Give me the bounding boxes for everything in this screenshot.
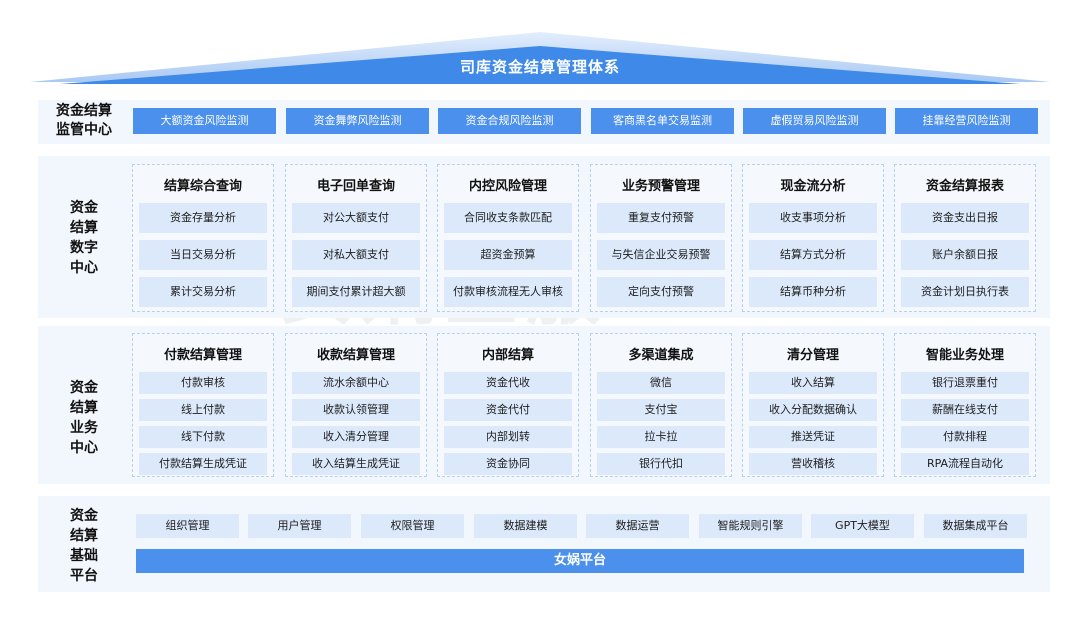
business-item[interactable]: 资金代收 xyxy=(444,372,572,394)
digital-item[interactable]: 合同收支条款匹配 xyxy=(444,203,572,233)
column-title: 收款结算管理 xyxy=(316,348,395,363)
business-item[interactable]: 银行代扣 xyxy=(597,453,725,475)
digital-item[interactable]: 与失信企业交易预警 xyxy=(597,240,725,270)
business-item[interactable]: 银行退票重付 xyxy=(901,372,1029,394)
business-item[interactable]: RPA流程自动化 xyxy=(901,453,1029,475)
digital-item[interactable]: 收支事项分析 xyxy=(749,203,877,233)
base-item[interactable]: 数据建模 xyxy=(474,514,577,538)
monitor-item[interactable]: 客商黑名单交易监测 xyxy=(591,108,734,134)
business-column: 收款结算管理 流水余额中心 收款认领管理 收入清分管理 收入结算生成凭证 xyxy=(285,333,427,477)
business-item[interactable]: 流水余额中心 xyxy=(292,372,420,394)
column-title: 清分管理 xyxy=(786,348,839,363)
roof-banner xyxy=(30,32,1050,84)
monitor-section-label: 资金结算监管中心 xyxy=(56,103,112,138)
column-title: 现金流分析 xyxy=(780,179,846,194)
digital-column: 电子回单查询 对公大额支付 对私大额支付 期间支付累计超大额 xyxy=(285,164,427,312)
business-item[interactable]: 内部划转 xyxy=(444,426,572,448)
base-item[interactable]: 数据运营 xyxy=(586,514,689,538)
digital-column: 内控风险管理 合同收支条款匹配 超资金预算 付款审核流程无人审核 xyxy=(437,164,579,312)
business-item[interactable]: 付款审核 xyxy=(139,372,267,394)
digital-item[interactable]: 定向支付预警 xyxy=(597,277,725,307)
base-item[interactable]: 智能规则引擎 xyxy=(699,514,802,538)
digital-item[interactable]: 重复支付预警 xyxy=(597,203,725,233)
business-item[interactable]: 收入分配数据确认 xyxy=(749,399,877,421)
base-item[interactable]: 用户管理 xyxy=(248,514,351,538)
digital-item[interactable]: 累计交易分析 xyxy=(139,277,267,307)
monitor-item[interactable]: 挂靠经营风险监测 xyxy=(895,108,1038,134)
digital-item[interactable]: 对公大额支付 xyxy=(292,203,420,233)
business-item[interactable]: 资金代付 xyxy=(444,399,572,421)
base-section-label: 资金结算基础平台 xyxy=(70,508,98,584)
monitor-item[interactable]: 资金舞弊风险监测 xyxy=(286,108,429,134)
business-column: 清分管理 收入结算 收入分配数据确认 推送凭证 营收稽核 xyxy=(742,333,884,477)
business-item[interactable]: 拉卡拉 xyxy=(597,426,725,448)
column-title: 付款结算管理 xyxy=(163,348,242,363)
digital-item[interactable]: 结算币种分析 xyxy=(749,277,877,307)
column-title: 内部结算 xyxy=(481,348,534,363)
digital-item[interactable]: 资金支出日报 xyxy=(901,203,1029,233)
column-title: 业务预警管理 xyxy=(621,179,700,194)
business-item[interactable]: 付款排程 xyxy=(901,426,1029,448)
monitor-item[interactable]: 虚假贸易风险监测 xyxy=(743,108,886,134)
monitor-section: 资金结算监管中心 大额资金风险监测 资金舞弊风险监测 资金合规风险监测 客商黑名… xyxy=(38,100,1050,144)
platform-bar[interactable]: 女娲平台 xyxy=(136,549,1024,573)
digital-item[interactable]: 结算方式分析 xyxy=(749,240,877,270)
digital-item[interactable]: 资金计划日执行表 xyxy=(901,277,1029,307)
digital-item[interactable]: 付款审核流程无人审核 xyxy=(444,277,572,307)
business-item[interactable]: 收款认领管理 xyxy=(292,399,420,421)
business-item[interactable]: 支付宝 xyxy=(597,399,725,421)
column-title: 电子回单查询 xyxy=(316,179,395,194)
monitor-item[interactable]: 资金合规风险监测 xyxy=(438,108,581,134)
business-item[interactable]: 资金协同 xyxy=(444,453,572,475)
page-title: 司库资金结算管理体系 xyxy=(459,58,620,76)
digital-column: 业务预警管理 重复支付预警 与失信企业交易预警 定向支付预警 xyxy=(590,164,732,312)
base-item[interactable]: GPT大模型 xyxy=(811,514,914,538)
digital-item[interactable]: 账户余额日报 xyxy=(901,240,1029,270)
business-section-label: 资金结算业务中心 xyxy=(70,380,98,456)
column-title: 内控风险管理 xyxy=(468,179,547,194)
digital-section-label: 资金结算数字中心 xyxy=(70,200,98,276)
business-section: 资金结算业务中心 付款结算管理 付款审核 线上付款 线下付款 付款结算生成凭证 … xyxy=(38,326,1050,484)
digital-item[interactable]: 超资金预算 xyxy=(444,240,572,270)
base-item[interactable]: 数据集成平台 xyxy=(924,514,1027,538)
digital-item[interactable]: 资金存量分析 xyxy=(139,203,267,233)
base-section: 资金结算基础平台 组织管理 用户管理 权限管理 数据建模 数据运营 智能规则引擎… xyxy=(38,496,1050,592)
business-item[interactable]: 推送凭证 xyxy=(749,426,877,448)
base-item[interactable]: 权限管理 xyxy=(361,514,464,538)
business-item[interactable]: 薪酬在线支付 xyxy=(901,399,1029,421)
digital-column: 现金流分析 收支事项分析 结算方式分析 结算币种分析 xyxy=(742,164,884,312)
business-item[interactable]: 营收稽核 xyxy=(749,453,877,475)
business-item[interactable]: 收入清分管理 xyxy=(292,426,420,448)
column-title: 资金结算报表 xyxy=(925,179,1004,194)
monitor-item[interactable]: 大额资金风险监测 xyxy=(133,108,276,134)
business-item[interactable]: 收入结算生成凭证 xyxy=(292,453,420,475)
digital-item[interactable]: 当日交易分析 xyxy=(139,240,267,270)
business-column: 智能业务处理 银行退票重付 薪酬在线支付 付款排程 RPA流程自动化 xyxy=(894,333,1036,477)
business-item[interactable]: 付款结算生成凭证 xyxy=(139,453,267,475)
column-title: 多渠道集成 xyxy=(628,348,694,363)
base-item[interactable]: 组织管理 xyxy=(136,514,239,538)
digital-item[interactable]: 期间支付累计超大额 xyxy=(292,277,420,307)
business-item[interactable]: 收入结算 xyxy=(749,372,877,394)
column-title: 智能业务处理 xyxy=(925,348,1004,363)
digital-section: 资金结算数字中心 结算综合查询 资金存量分析 当日交易分析 累计交易分析 电子回… xyxy=(38,156,1050,318)
business-item[interactable]: 线上付款 xyxy=(139,399,267,421)
column-title: 结算综合查询 xyxy=(163,179,242,194)
business-column: 付款结算管理 付款审核 线上付款 线下付款 付款结算生成凭证 xyxy=(132,333,274,477)
digital-column: 资金结算报表 资金支出日报 账户余额日报 资金计划日执行表 xyxy=(894,164,1036,312)
business-column: 多渠道集成 微信 支付宝 拉卡拉 银行代扣 xyxy=(590,333,732,477)
digital-item[interactable]: 对私大额支付 xyxy=(292,240,420,270)
digital-column: 结算综合查询 资金存量分析 当日交易分析 累计交易分析 xyxy=(132,164,274,312)
business-item[interactable]: 线下付款 xyxy=(139,426,267,448)
business-item[interactable]: 微信 xyxy=(597,372,725,394)
business-column: 内部结算 资金代收 资金代付 内部划转 资金协同 xyxy=(437,333,579,477)
